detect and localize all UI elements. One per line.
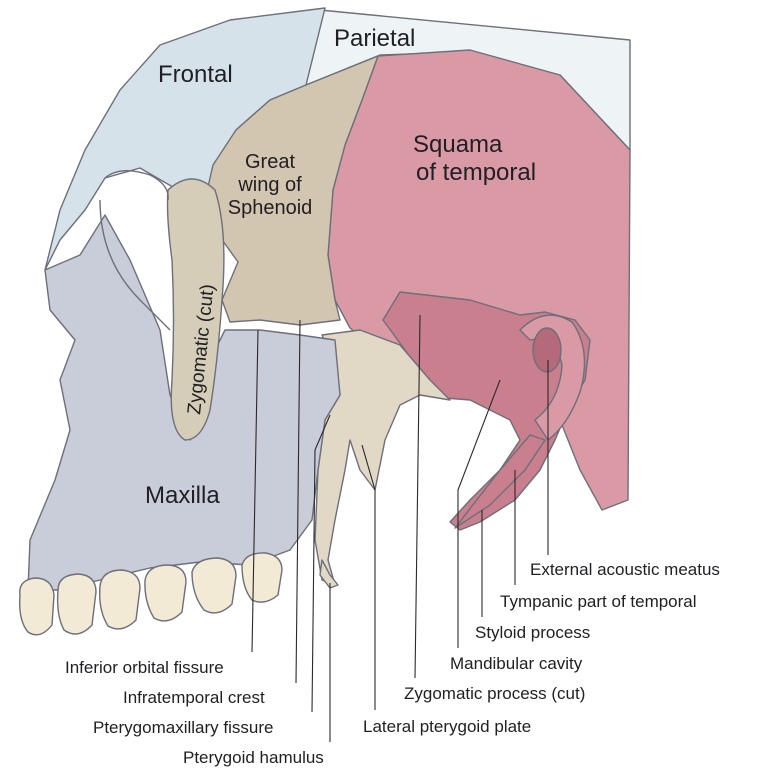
tooth (144, 564, 187, 622)
leader-inferior-orbital-fissure (251, 329, 259, 653)
pterygoid-hamulus (319, 559, 339, 589)
label-sphenoid-line3: Sphenoid (228, 197, 313, 219)
callout-pterygomaxillary-fissure: Pterygomaxillary fissure (93, 718, 273, 737)
label-parietal: Parietal (334, 25, 415, 52)
sphenoid-great-wing (204, 55, 379, 326)
callout-pterygoid-hamulus: Pterygoid hamulus (183, 748, 324, 767)
maxilla-bone (27, 214, 341, 591)
label-maxilla: Maxilla (145, 482, 220, 509)
external-acoustic-meatus (532, 327, 562, 373)
label-temporal-line2: of temporal (416, 159, 536, 186)
callout-lateral-pterygoid-plate: Lateral pterygoid plate (363, 717, 531, 736)
callout-inferior-orbital-fissure: Inferior orbital fissure (65, 658, 224, 677)
callout-styloid-process: Styloid process (475, 623, 590, 642)
leader-zygomatic-process (414, 314, 421, 679)
callout-zygomatic-process: Zygomatic process (cut) (404, 684, 585, 703)
tooth (191, 557, 237, 614)
zygomatic-cut (166, 178, 225, 441)
styloid-process (454, 434, 546, 529)
leader-lines (251, 314, 549, 742)
leader-mandibular-cavity (457, 379, 501, 648)
leader-infratemporal-crest (295, 319, 301, 684)
callout-infratemporal-crest: Infratemporal crest (123, 688, 265, 707)
label-frontal: Frontal (158, 61, 233, 88)
label-sphenoid-line2: wing of (237, 174, 302, 196)
tooth (56, 573, 97, 635)
callout-tympanic-part: Tympanic part of temporal (500, 592, 697, 611)
orbit-rim (99, 170, 171, 331)
tooth (241, 552, 283, 603)
label-sphenoid-line1: Great (245, 151, 295, 173)
leader-lateral-pterygoid-plate (361, 444, 376, 710)
teeth-row (18, 552, 283, 636)
tooth (18, 577, 55, 636)
callout-mandibular-cavity: Mandibular cavity (450, 654, 583, 673)
label-temporal-line1: Squama (413, 131, 503, 158)
callout-external-acoustic-meatus: External acoustic meatus (530, 560, 720, 579)
tooth (98, 569, 141, 630)
leader-pterygomaxillary-fissure (311, 414, 331, 713)
